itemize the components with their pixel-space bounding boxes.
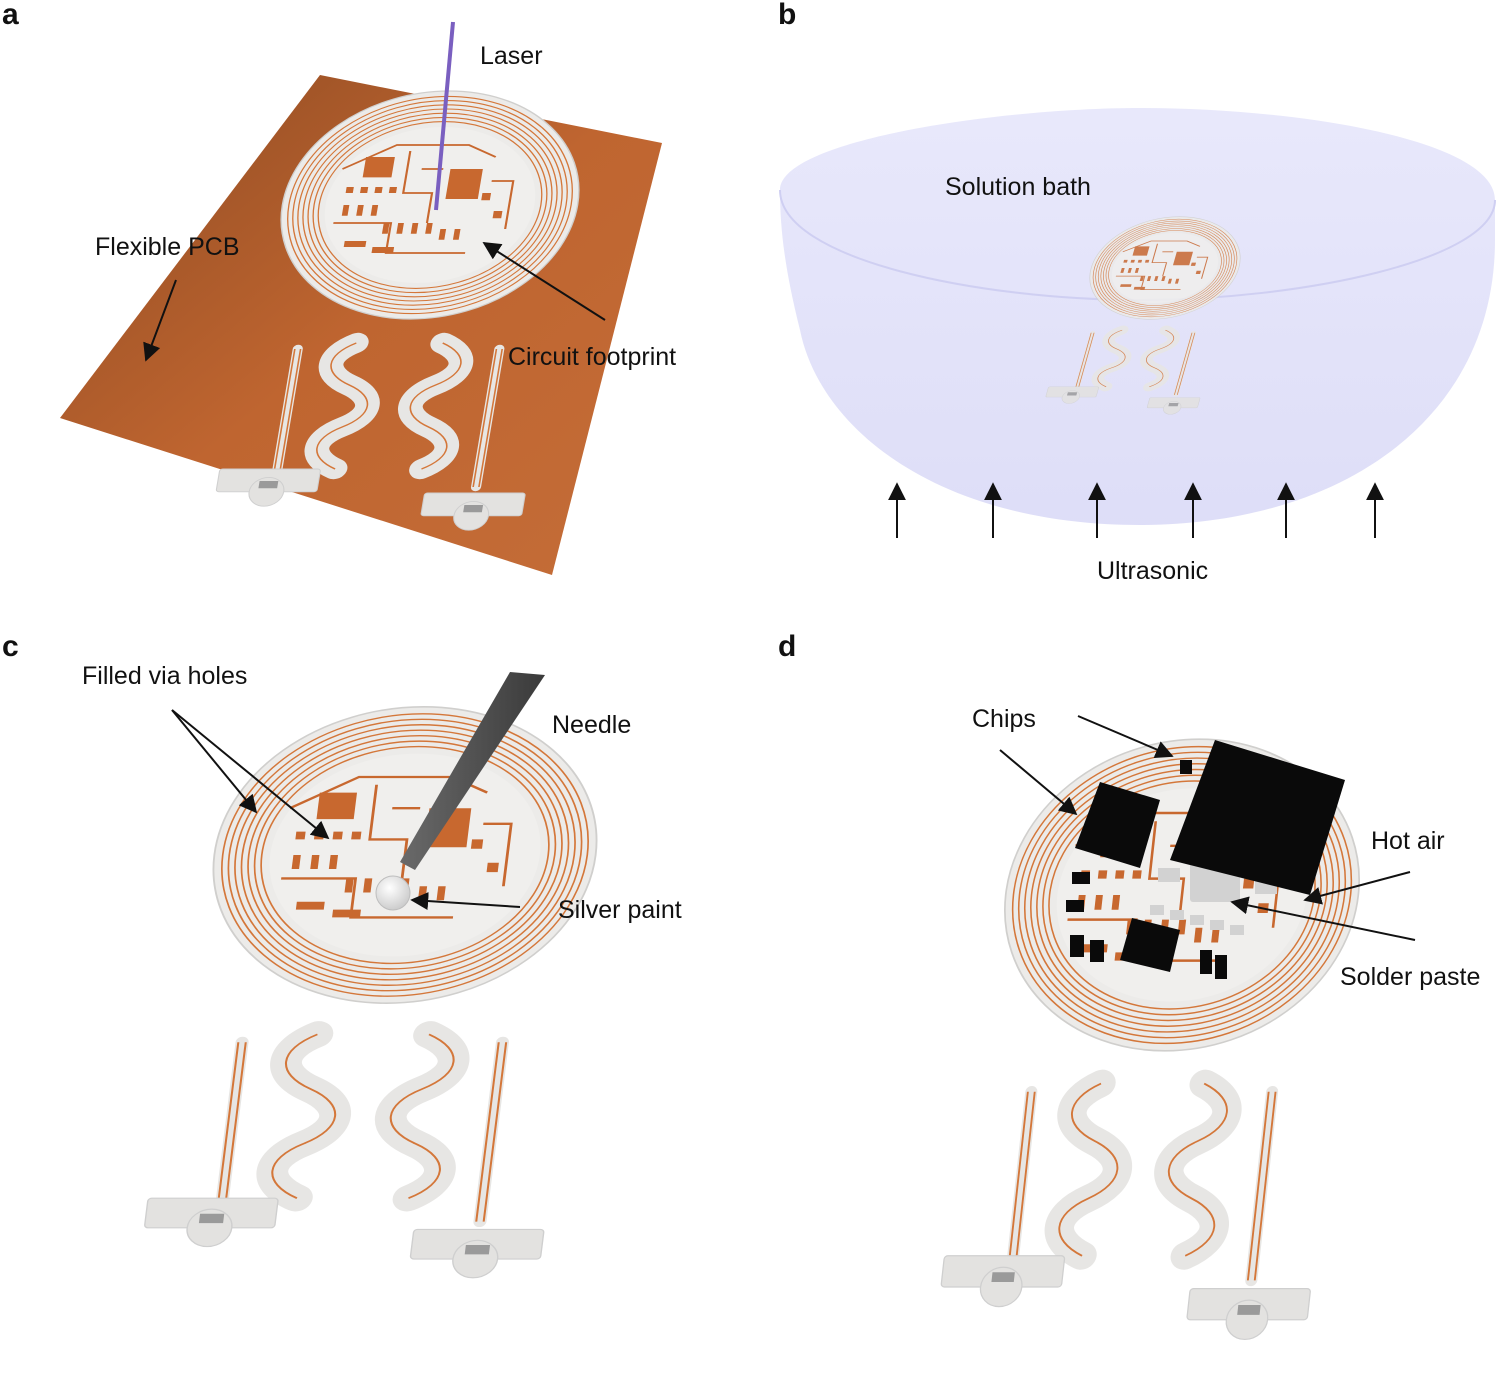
hot-air-label: Hot air (1371, 827, 1445, 855)
ultrasonic-arrows (888, 482, 1384, 538)
ultrasonic-label: Ultrasonic (1097, 557, 1209, 585)
flexible-pcb-arrow (143, 279, 177, 362)
chips-arrow-2 (999, 749, 1078, 816)
circuit-c (138, 707, 614, 1278)
flexible-pcb-label: Flexible PCB (95, 233, 240, 261)
chips (1066, 740, 1345, 979)
circuit-footprint-arrow (482, 242, 606, 321)
solder-paste-label: Solder paste (1340, 963, 1481, 991)
panel-a-letter: a (2, 0, 19, 31)
via-hole-arrow-1 (171, 709, 258, 814)
needle-label: Needle (552, 711, 632, 739)
filled-via-holes-label: Filled via holes (82, 662, 248, 690)
panel-d-letter: d (778, 630, 797, 663)
panel-b-letter: b (778, 0, 797, 31)
silver-paint-label: Silver paint (558, 896, 682, 924)
panel-a-illustration (60, 21, 662, 575)
needle (400, 672, 545, 870)
silver-paint-drop (375, 875, 411, 911)
panel-b-illustration (779, 108, 1496, 538)
laser-label: Laser (480, 42, 543, 70)
panel-c-illustration (138, 672, 614, 1278)
chips-arrow-1 (1077, 715, 1174, 758)
panel-d-illustration (935, 715, 1416, 1339)
solution-bath-label: Solution bath (945, 173, 1091, 201)
laser-beam (434, 21, 455, 211)
solder-paste-arrow (1230, 896, 1416, 941)
hot-air-arrow (1303, 871, 1411, 905)
panel-c-letter: c (2, 630, 19, 663)
circuit-footprint-label: Circuit footprint (508, 343, 677, 371)
chips-label: Chips (972, 705, 1036, 733)
silver-paint-arrow (410, 892, 521, 911)
via-hole-arrow-2 (171, 709, 330, 840)
